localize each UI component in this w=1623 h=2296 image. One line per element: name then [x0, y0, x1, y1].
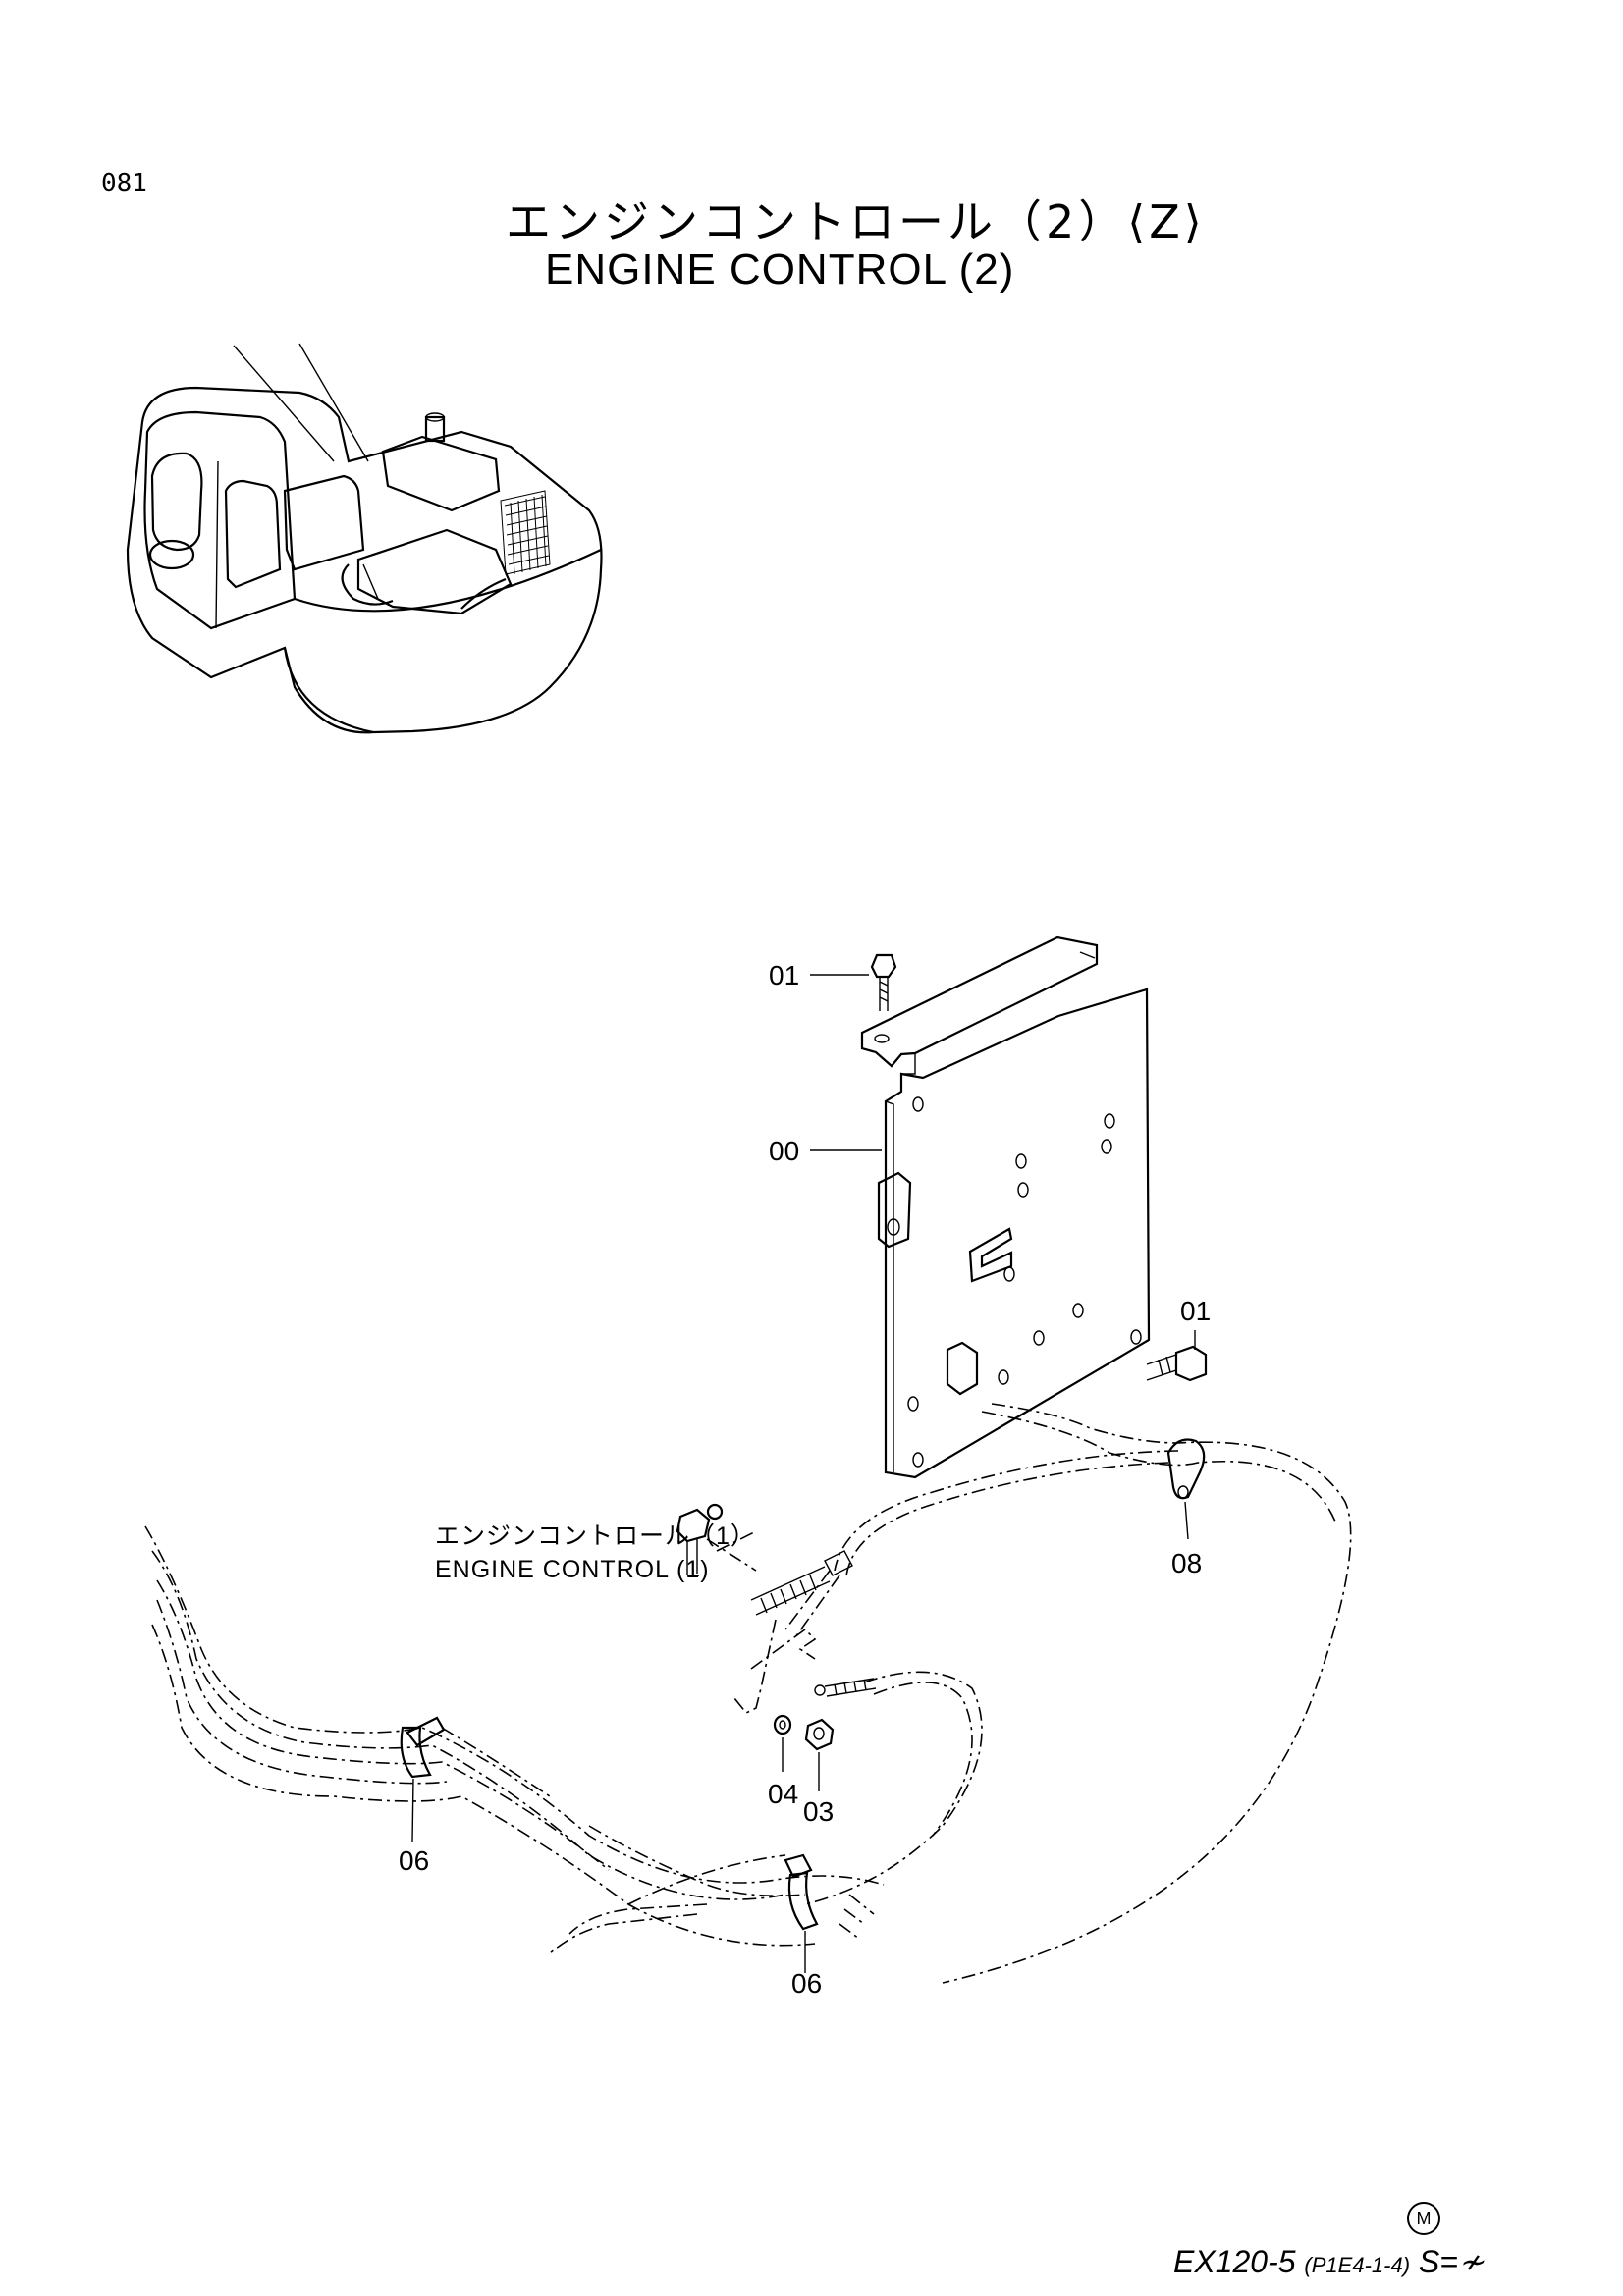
lever-arm: [676, 1503, 835, 1751]
harness-clamp-icon: [784, 1853, 819, 1931]
reference-note-english: ENGINE CONTROL (1): [435, 1556, 710, 1583]
callout-01-right: 01: [1180, 1296, 1212, 1326]
callout-04: 04: [768, 1779, 799, 1809]
page-title-japanese: エンジンコントロール（2）⟨Z⟩: [506, 195, 1206, 248]
callout-00: 00: [769, 1136, 800, 1166]
cable-clamp-icon: [1166, 1438, 1206, 1500]
callout-06-left: 06: [399, 1845, 430, 1876]
page-title: ENGINE CONTROL (2): [545, 245, 1015, 294]
footer-model-code: EX120-5 (P1E4-1-4) S=≁: [1173, 2243, 1485, 2280]
footer-page-code: (P1E4-1-4): [1304, 2253, 1411, 2277]
leader-lines: [411, 974, 1196, 1973]
control-cable: [750, 1403, 1352, 1984]
excavator-overview-illustration: [126, 343, 603, 734]
bolt-icon: [870, 953, 897, 1011]
callout-06-right: 06: [791, 1968, 823, 1999]
wire-harness: [144, 1525, 885, 1954]
bolt-icon: [1130, 1329, 1208, 1382]
callout-03: 03: [803, 1796, 835, 1827]
page-number: 081: [101, 169, 147, 198]
control-bracket-plate: [860, 935, 1151, 1479]
footer-scale: S=≁: [1418, 2244, 1485, 2279]
circled-m-mark: M: [1407, 2202, 1440, 2235]
reference-note-japanese: エンジンコントロール（1）: [435, 1522, 756, 1550]
reference-note: エンジンコントロール（1） ENGINE CONTROL (1): [435, 1520, 756, 1586]
callout-08: 08: [1171, 1548, 1203, 1578]
callout-01-top: 01: [769, 960, 800, 990]
footer-model: EX120-5: [1173, 2244, 1296, 2279]
harness-clamp-icon: [400, 1716, 446, 1779]
